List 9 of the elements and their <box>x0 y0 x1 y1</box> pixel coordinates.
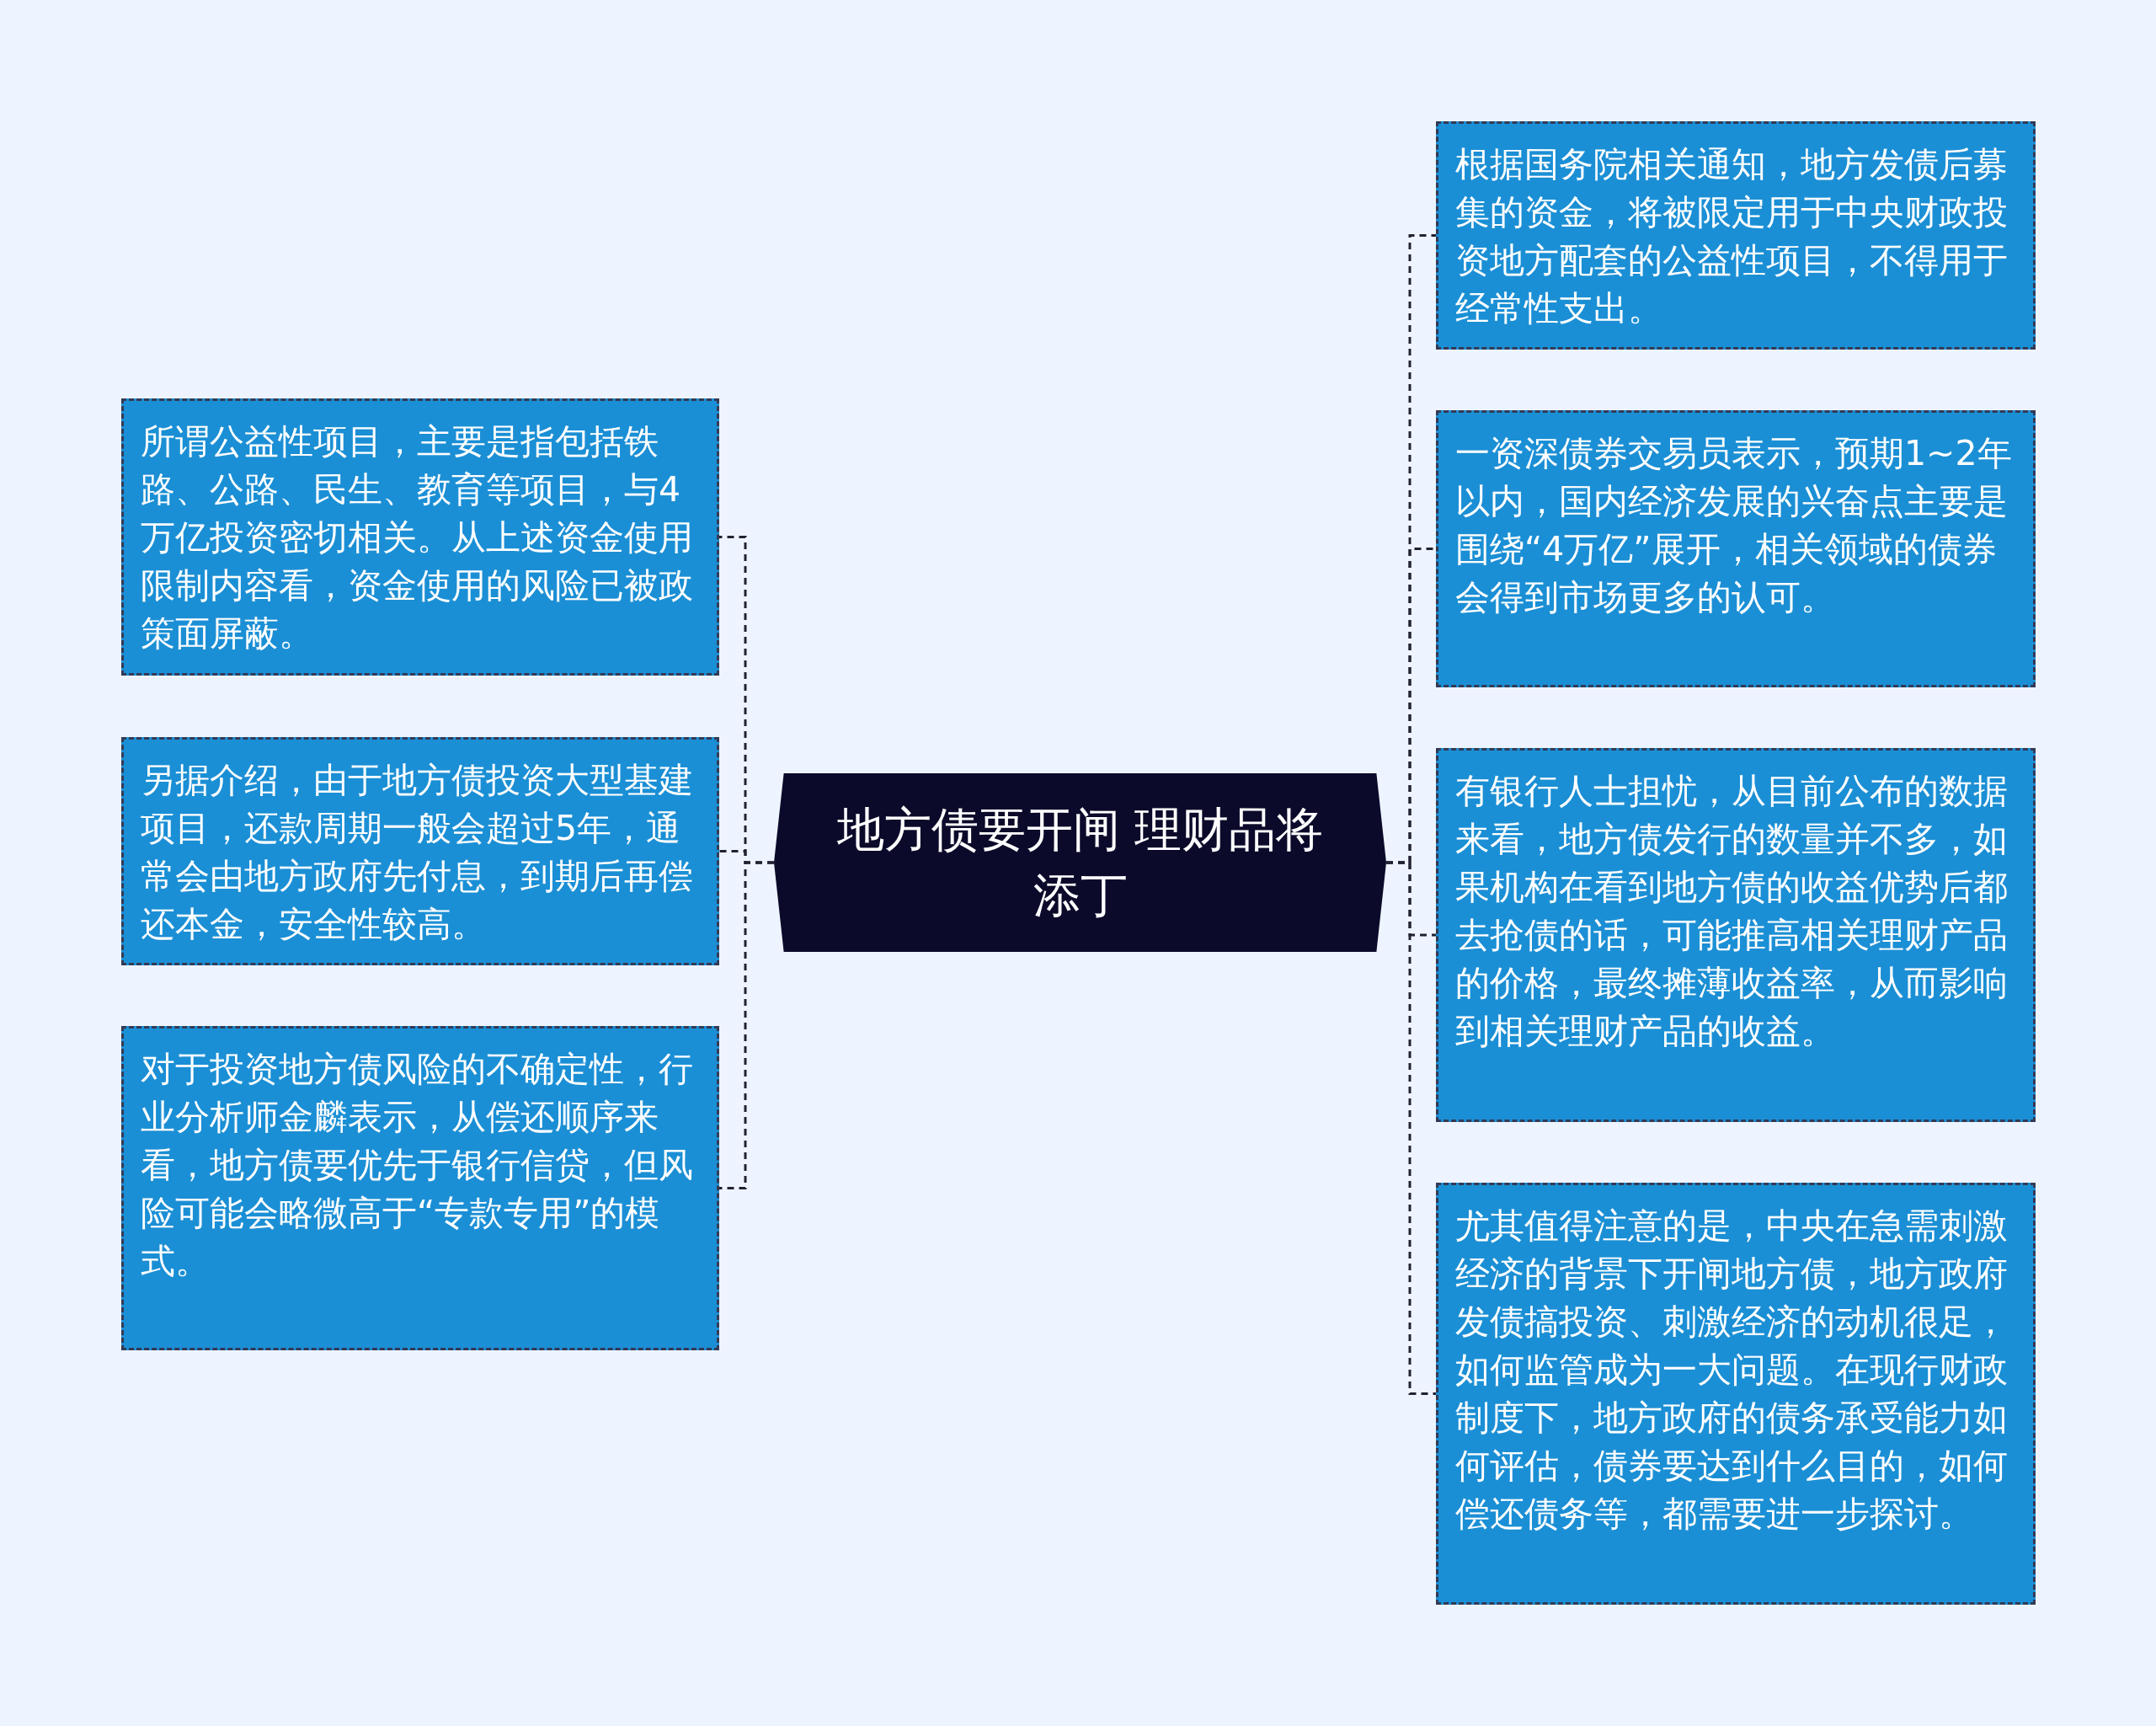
text-box: 对于投资地方债风险的不确定性，行业分析师金麟表示，从偿还顺序来看，地方债要优先于银行信贷，但风险可能会略微高于“专款专用”的模式。 <box>121 1026 719 1350</box>
text-box: 有银行人士担忧，从目前公布的数据来看，地方债发行的数量并不多，如果机构在看到地方债的收益优势后都去抢债的话，可能推高相关理财产品的价格，最终摊薄收益率，从而影响到相关理财产品的收益。 <box>1436 748 2036 1122</box>
text-box: 根据国务院相关通知，地方发债后募集的资金，将被限定用于中央财政投资地方配套的公益性项目，不得用于经常性支出。 <box>1436 121 2036 350</box>
text-box: 另据介绍，由于地方债投资大型基建项目，还款周期一般会超过5年，通常会由地方政府先付息，到期后再偿还本金，安全性较高。 <box>121 737 719 965</box>
connector-line <box>1386 861 1436 1395</box>
text-box: 一资深债券交易员表示，预期1~2年以内，国内经济发展的兴奋点主要是围绕“4万亿”展开，相关领域的债券会得到市场更多的认可。 <box>1436 410 2036 687</box>
connector-line <box>719 861 774 1189</box>
text-box: 所谓公益性项目，主要是指包括铁路、公路、民生、教育等项目，与4万亿投资密切相关。从上述资金使用限制内容看，资金使用的风险已被政策面屏蔽。 <box>121 398 719 676</box>
text-box: 尤其值得注意的是，中央在急需刺激经济的背景下开闸地方债，地方政府发债搞投资、刺激经济的动机很足，如何监管成为一大问题。在现行财政制度下，地方政府的债务承受能力如何评估，债券要达到什么目的，如何偿还债务等，都需要进一步探讨。 <box>1436 1183 2036 1605</box>
